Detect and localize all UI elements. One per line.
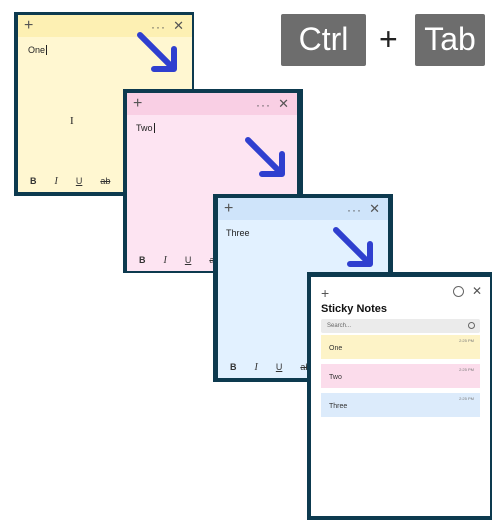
search-icon[interactable] [468,322,475,329]
list-item[interactable]: 2:25 PM One [321,335,480,359]
italic-button[interactable]: I [254,361,258,373]
note-two-text[interactable]: Two [136,123,155,133]
item-time: 2:25 PM [459,367,474,372]
more-icon[interactable]: ··· [151,20,166,34]
item-label: Two [329,374,342,381]
add-icon[interactable]: + [224,200,234,217]
add-icon[interactable]: + [24,17,34,34]
list-title: Sticky Notes [321,303,388,315]
italic-button[interactable]: I [163,254,167,266]
underline-button[interactable]: U [184,255,192,265]
text-cursor-icon: I [70,115,74,127]
italic-button[interactable]: I [54,175,58,187]
arrow-down-right-icon [333,227,373,267]
note-three-titlebar[interactable] [218,198,388,220]
settings-icon[interactable] [453,286,464,297]
ctrl-key: Ctrl [281,14,366,66]
close-icon[interactable]: ✕ [471,284,482,298]
add-note-icon[interactable]: + [321,285,330,301]
more-icon[interactable]: ··· [347,203,362,217]
list-item[interactable]: 2:25 PM Two [321,364,480,388]
tab-key: Tab [415,14,485,66]
underline-button[interactable]: U [75,176,83,186]
item-label: Three [329,403,348,410]
more-icon[interactable]: ··· [256,98,271,112]
close-icon[interactable]: ✕ [369,201,380,216]
notes-list-window: + ✕ Sticky Notes Search... 2:25 PM One 2… [311,277,490,516]
format-toolbar: B I U ab [18,170,192,192]
item-label: One [329,345,343,352]
search-input[interactable]: Search... [321,319,480,333]
underline-button[interactable]: U [275,362,283,372]
close-icon[interactable]: ✕ [173,18,184,33]
arrow-down-right-icon [245,137,285,177]
format-toolbar: B I U ab [218,356,388,378]
bold-button[interactable]: B [139,255,146,265]
strikethrough-button[interactable]: ab [300,362,311,372]
add-icon[interactable]: + [133,95,143,112]
bold-button[interactable]: B [230,362,237,372]
arrow-down-right-icon [137,32,177,72]
note-one-text[interactable]: One [28,45,48,55]
strikethrough-button[interactable]: ab [100,176,111,186]
note-two-titlebar[interactable] [127,93,297,115]
bold-button[interactable]: B [30,176,37,186]
note-three-text[interactable]: Three [226,228,250,238]
close-icon[interactable]: ✕ [278,96,289,111]
item-time: 2:25 PM [459,396,474,401]
plus-sign: + [379,21,398,57]
note-one-titlebar[interactable] [18,15,192,37]
item-time: 2:25 PM [459,338,474,343]
list-item[interactable]: 2:25 PM Three [321,393,480,417]
